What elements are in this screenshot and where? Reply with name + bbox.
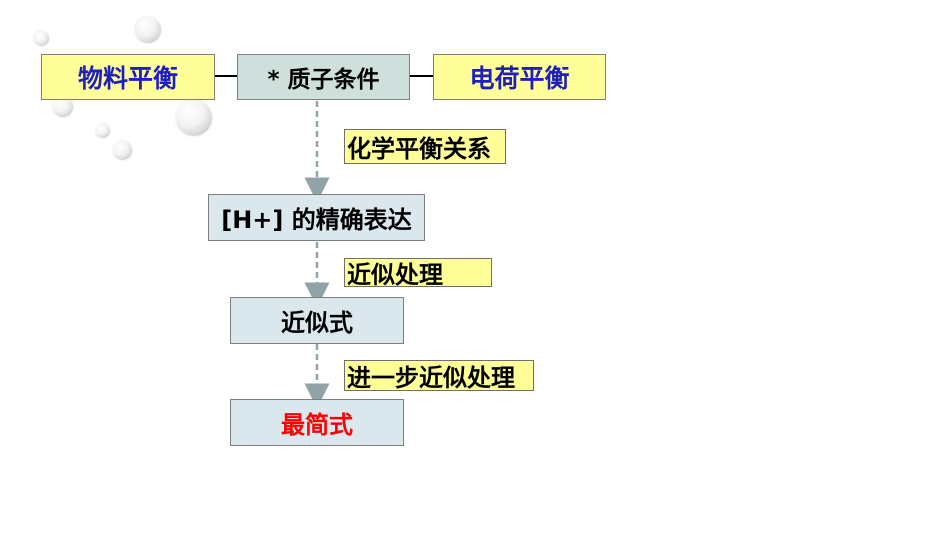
approximate-formula-label: 近似式 [281,309,353,337]
note-label: 化学平衡关系 [347,135,491,163]
material-balance-label: 物料平衡 [77,64,178,93]
exact-expression-label: [H+] 的精确表达 [221,206,412,234]
note-approximation: 近似处理 [344,258,492,289]
simplest-formula-label: 最简式 [281,411,353,439]
decor-bubble [34,31,49,46]
decor-bubble [176,100,212,136]
note-further-approximation: 进一步近似处理 [344,360,534,392]
material-balance-box: 物料平衡 [41,54,215,100]
connector-line-right [410,75,433,77]
decor-bubble [96,124,110,138]
proton-condition-label: * 质子条件 [267,67,380,93]
charge-balance-label: 电荷平衡 [469,64,570,93]
note-label: 进一步近似处理 [347,364,515,392]
decor-bubble [53,97,73,117]
note-label: 近似处理 [347,261,443,289]
decor-bubble [135,17,161,43]
approximate-formula-box: 近似式 [230,297,404,344]
exact-expression-box: [H+] 的精确表达 [208,194,425,241]
connector-line-left [215,75,237,77]
note-chemical-equilibrium: 化学平衡关系 [344,129,506,164]
proton-condition-box: * 质子条件 [237,54,410,100]
simplest-formula-box: 最简式 [230,399,404,446]
decor-bubble [113,141,132,160]
charge-balance-box: 电荷平衡 [433,54,606,100]
